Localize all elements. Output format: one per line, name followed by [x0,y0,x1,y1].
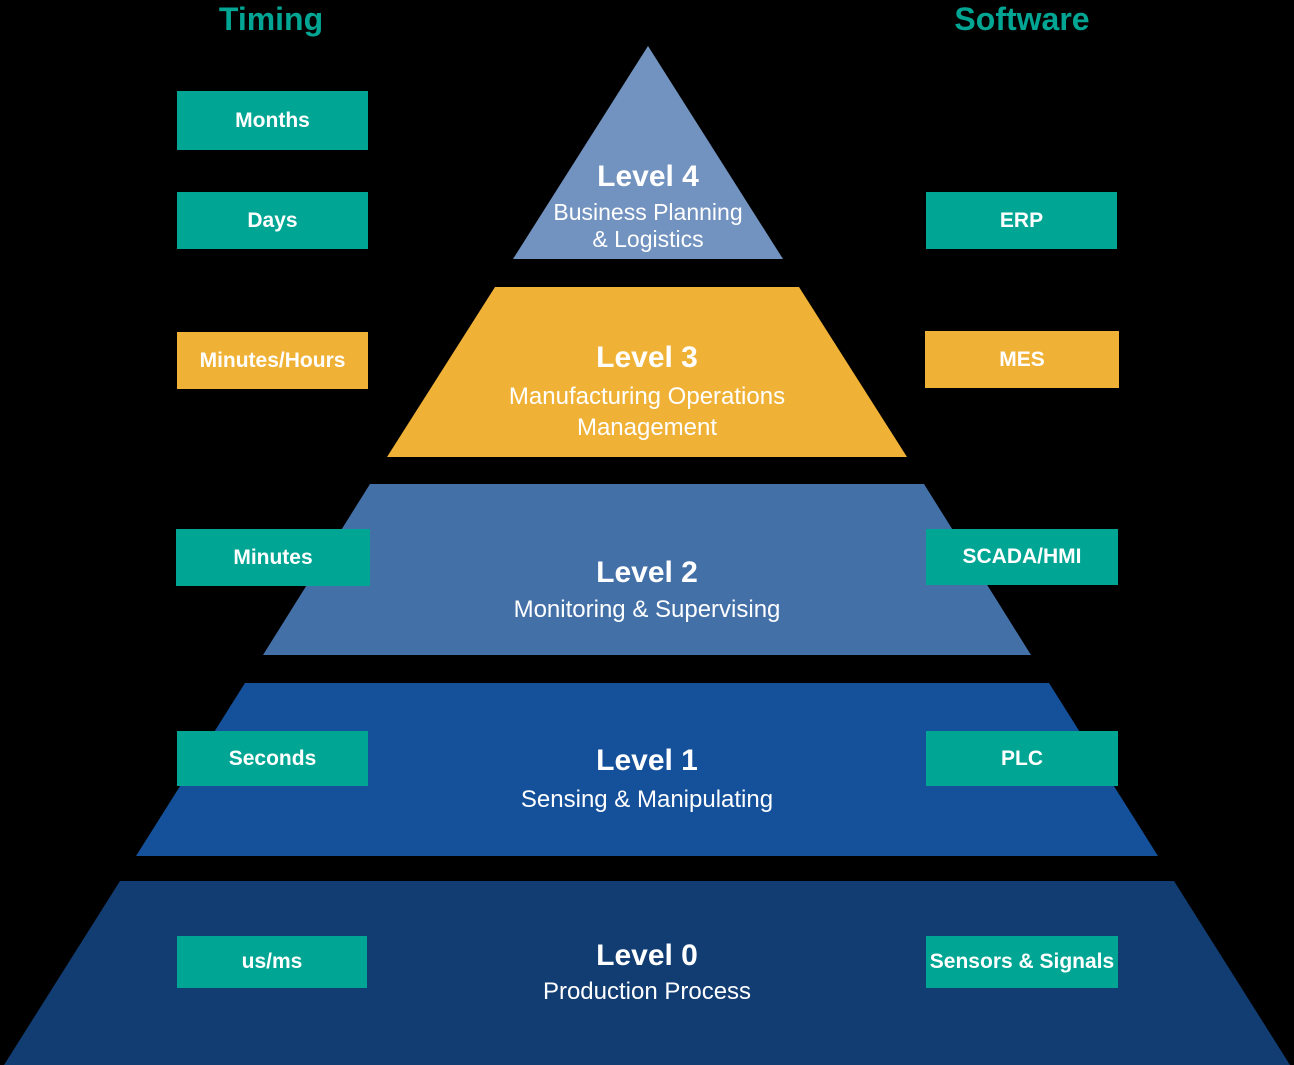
level-0-subtitle-line-1: Production Process [542,978,752,1005]
timing-badge-minutes: Minutes [176,529,370,586]
level-4-subtitle-line-2: & Logistics [592,226,704,252]
level-3-subtitle-line-1: Manufacturing Operations [508,383,786,410]
level-4-title: Level 4 [597,160,699,193]
timing-badge-us-ms: us/ms [177,936,367,988]
level-1-subtitle-line-1: Sensing & Manipulating [520,786,774,813]
level-1-subtitle: Sensing & Manipulating [136,784,1158,815]
level-0-title: Level 0 [596,939,698,972]
timing-column-header: Timing [218,1,324,37]
pyramid-level-4: Level 4 Business Planning & Logistics [513,46,783,259]
timing-badge-seconds: Seconds [177,731,368,786]
pyramid-level-3: Level 3 Manufacturing Operations Managem… [387,287,907,457]
timing-badge-minutes-hours: Minutes/Hours [177,332,368,389]
software-badge-sensors-signals: Sensors & Signals [926,936,1118,988]
level-3-title: Level 3 [596,341,698,374]
level-4-subtitle: Business Planning & Logistics [513,199,783,253]
software-badge-erp: ERP [926,192,1117,249]
software-badge-mes: MES [925,331,1119,388]
level-0-subtitle: Production Process [4,976,1290,1007]
software-column-header: Software [954,1,1090,37]
level-2-subtitle-line-1: Monitoring & Supervising [513,596,781,623]
level-3-subtitle-line-2: Management [576,414,718,441]
software-badge-scada-hmi: SCADA/HMI [926,529,1118,585]
timing-badge-days: Days [177,192,368,249]
level-4-subtitle-line-1: Business Planning [553,199,743,225]
level-1-title: Level 1 [596,744,698,777]
level-2-title: Level 2 [596,556,698,589]
timing-badge-months: Months [177,91,368,150]
software-badge-plc: PLC [926,731,1118,786]
level-2-trapezoid-shape [263,484,1031,655]
pyramid-level-2: Level 2 Monitoring & Supervising [263,484,1031,655]
level-2-subtitle: Monitoring & Supervising [263,594,1031,625]
level-3-subtitle: Manufacturing Operations Management [387,381,907,443]
